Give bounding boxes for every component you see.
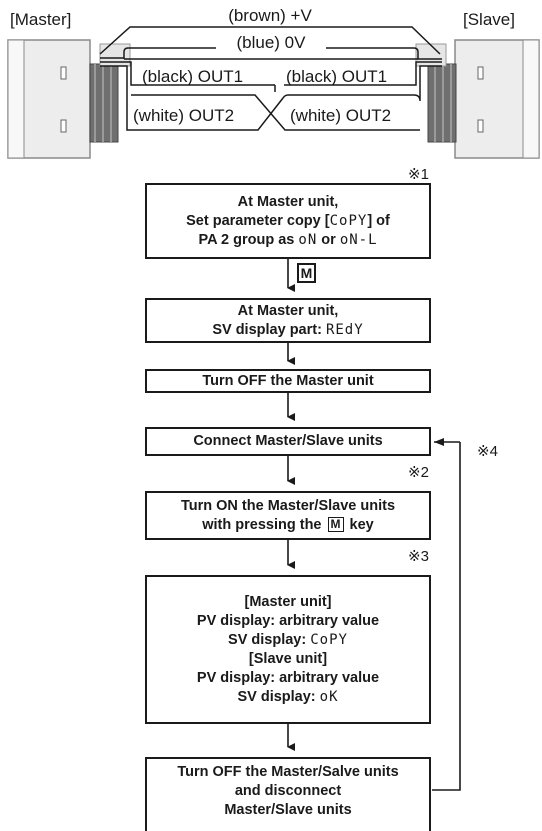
m-key-icon: M <box>297 263 316 283</box>
wires <box>99 26 442 131</box>
step-2-box: At Master unit, SV display part: REdY <box>145 298 431 343</box>
step-7-line-3: Master/Slave units <box>224 802 352 818</box>
brown-wire-label: (brown) +V <box>228 6 312 25</box>
note-1: ※1 <box>408 166 429 183</box>
out1-left-label: (black) OUT1 <box>142 67 244 86</box>
step-1-line-2: Set parameter copy [CoPY] of <box>186 212 390 229</box>
ok-segment-text: oK <box>319 688 339 705</box>
step-1-line-3: PA 2 group as oN or oN-L <box>198 231 378 248</box>
step-4-box: Connect Master/Slave units <box>145 427 431 456</box>
note-2: ※2 <box>408 464 429 481</box>
blue-wire-label: (blue) 0V <box>216 33 326 53</box>
step-5-line-2: with pressing the M key <box>202 516 374 533</box>
out1-right-label: (black) OUT1 <box>286 67 388 86</box>
master-label: [Master] <box>10 10 72 29</box>
step-6-box: [Master unit] PV display: arbitrary valu… <box>145 575 431 724</box>
step-6-line-5: PV display: arbitrary value <box>196 669 380 686</box>
step-7-line-1: Turn OFF the Master/Salve units <box>177 764 399 780</box>
step-4-line-1: Connect Master/Slave units <box>193 433 383 449</box>
out2-left-label: (white) OUT2 <box>133 106 235 125</box>
m-key-inline-icon: M <box>327 516 344 532</box>
step-6-line-3: SV display: CoPY <box>228 631 348 648</box>
step-6-line-6: SV display: oK <box>237 688 339 705</box>
step-3-box: Turn OFF the Master unit <box>145 369 431 393</box>
step-5-box: Turn ON the Master/Slave units with pres… <box>145 491 431 540</box>
note-3: ※3 <box>408 548 429 565</box>
slave-label: [Slave] <box>463 10 515 29</box>
step-1-line-1: At Master unit, <box>237 193 339 210</box>
step-5-line-1: Turn ON the Master/Slave units <box>180 497 396 514</box>
step-2-line-2: SV display part: REdY <box>212 321 364 338</box>
step-3-line-1: Turn OFF the Master unit <box>202 372 374 389</box>
on-segment-text: oN <box>298 231 318 248</box>
out2-right-label: (white) OUT2 <box>290 106 392 125</box>
copy-segment-text-2: CoPY <box>310 631 348 648</box>
step-6-line-4: [Slave unit] <box>248 650 328 667</box>
step-2-line-1: At Master unit, <box>237 302 339 319</box>
on-l-segment-text: oN-L <box>339 231 378 248</box>
flow-arrows <box>287 259 461 791</box>
step-6-line-2: PV display: arbitrary value <box>196 612 380 629</box>
note-4: ※4 <box>477 443 498 460</box>
step-7-box: Turn OFF the Master/Salve units and disc… <box>145 757 431 831</box>
step-7-line-2: and disconnect <box>234 783 342 799</box>
step-6-line-1: [Master unit] <box>244 593 332 610</box>
master-device <box>7 39 131 159</box>
slave-device <box>415 39 540 159</box>
ready-segment-text: REdY <box>325 321 364 338</box>
step-1-box: At Master unit, Set parameter copy [CoPY… <box>145 183 431 259</box>
copy-segment-text: CoPY <box>329 212 368 229</box>
